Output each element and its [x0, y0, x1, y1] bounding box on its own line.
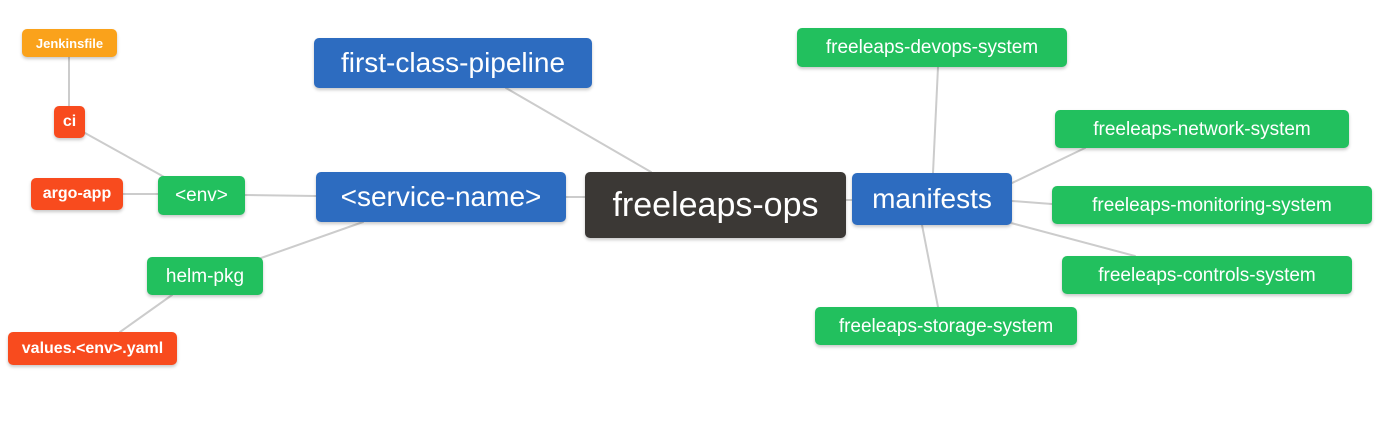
- node-freeleaps-devops-system[interactable]: freeleaps-devops-system: [797, 28, 1067, 67]
- node-env[interactable]: <env>: [158, 176, 245, 215]
- node-label: <service-name>: [340, 181, 542, 212]
- node-values-env-yaml[interactable]: values.<env>.yaml: [8, 332, 177, 365]
- node-service-name[interactable]: <service-name>: [316, 172, 566, 222]
- node-label: freeleaps-network-system: [1093, 118, 1311, 140]
- node-label: ci: [62, 113, 77, 130]
- node-label: <env>: [175, 185, 228, 206]
- node-label: manifests: [872, 183, 992, 214]
- node-ci[interactable]: ci: [54, 106, 85, 138]
- node-label: helm-pkg: [165, 265, 245, 287]
- node-jenkinsfile[interactable]: Jenkinsfile: [22, 29, 117, 57]
- node-label: freeleaps-controls-system: [1098, 264, 1316, 286]
- node-label: argo-app: [42, 185, 112, 202]
- node-freeleaps-ops[interactable]: freeleaps-ops: [585, 172, 846, 238]
- node-helm-pkg[interactable]: helm-pkg: [147, 257, 263, 295]
- node-label: values.<env>.yaml: [21, 339, 164, 357]
- node-label: freeleaps-ops: [612, 186, 819, 224]
- node-freeleaps-network-system[interactable]: freeleaps-network-system: [1055, 110, 1349, 148]
- node-argo-app[interactable]: argo-app: [31, 178, 123, 210]
- node-label: freeleaps-devops-system: [825, 37, 1039, 58]
- node-freeleaps-controls-system[interactable]: freeleaps-controls-system: [1062, 256, 1352, 294]
- node-manifests[interactable]: manifests: [852, 173, 1012, 225]
- node-label: freeleaps-monitoring-system: [1092, 194, 1332, 216]
- node-freeleaps-storage-system[interactable]: freeleaps-storage-system: [815, 307, 1077, 345]
- node-first-class-pipeline[interactable]: first-class-pipeline: [314, 38, 592, 88]
- node-label: first-class-pipeline: [340, 47, 566, 78]
- node-label: freeleaps-storage-system: [838, 315, 1054, 337]
- node-freeleaps-monitoring-system[interactable]: freeleaps-monitoring-system: [1052, 186, 1372, 224]
- node-label: Jenkinsfile: [35, 35, 104, 51]
